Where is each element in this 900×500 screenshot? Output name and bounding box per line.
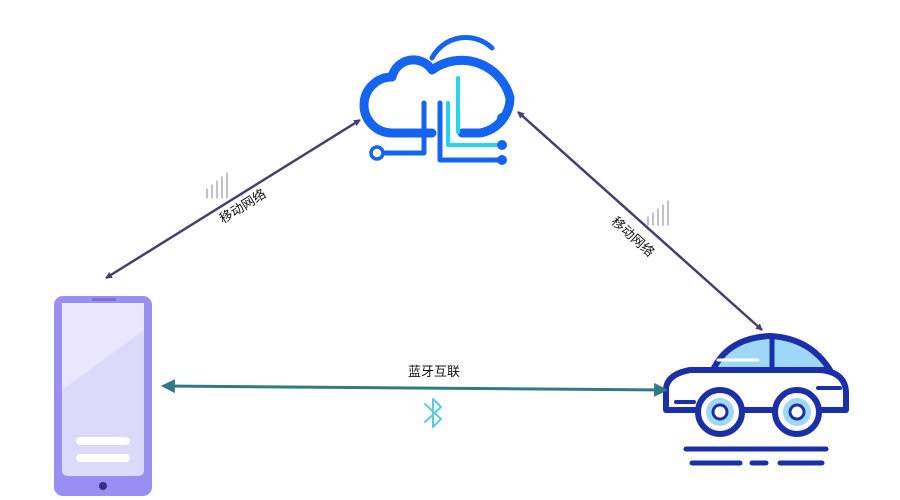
signal-bars-icon (647, 200, 669, 226)
edge-phone-cloud: 移动网络 (105, 118, 361, 280)
edge-phone-car-arrow (160, 379, 669, 397)
car-icon (663, 333, 849, 466)
phone-node (54, 296, 152, 496)
edge-cloud-car-label: 移动网络 (608, 214, 657, 261)
edge-cloud-car-arrow (517, 111, 763, 331)
car-node (663, 333, 849, 466)
cloud-node (359, 34, 515, 165)
edge-cloud-car: 移动网络 (517, 111, 763, 331)
edge-phone-cloud-arrow (105, 118, 361, 280)
signal-bars-icon (206, 172, 228, 199)
bluetooth-icon (424, 398, 442, 428)
smartphone-icon (54, 296, 152, 496)
cloud-network-icon (359, 34, 515, 165)
edge-phone-car: 蓝牙互联 (160, 365, 669, 428)
edge-phone-car-label: 蓝牙互联 (408, 365, 460, 380)
